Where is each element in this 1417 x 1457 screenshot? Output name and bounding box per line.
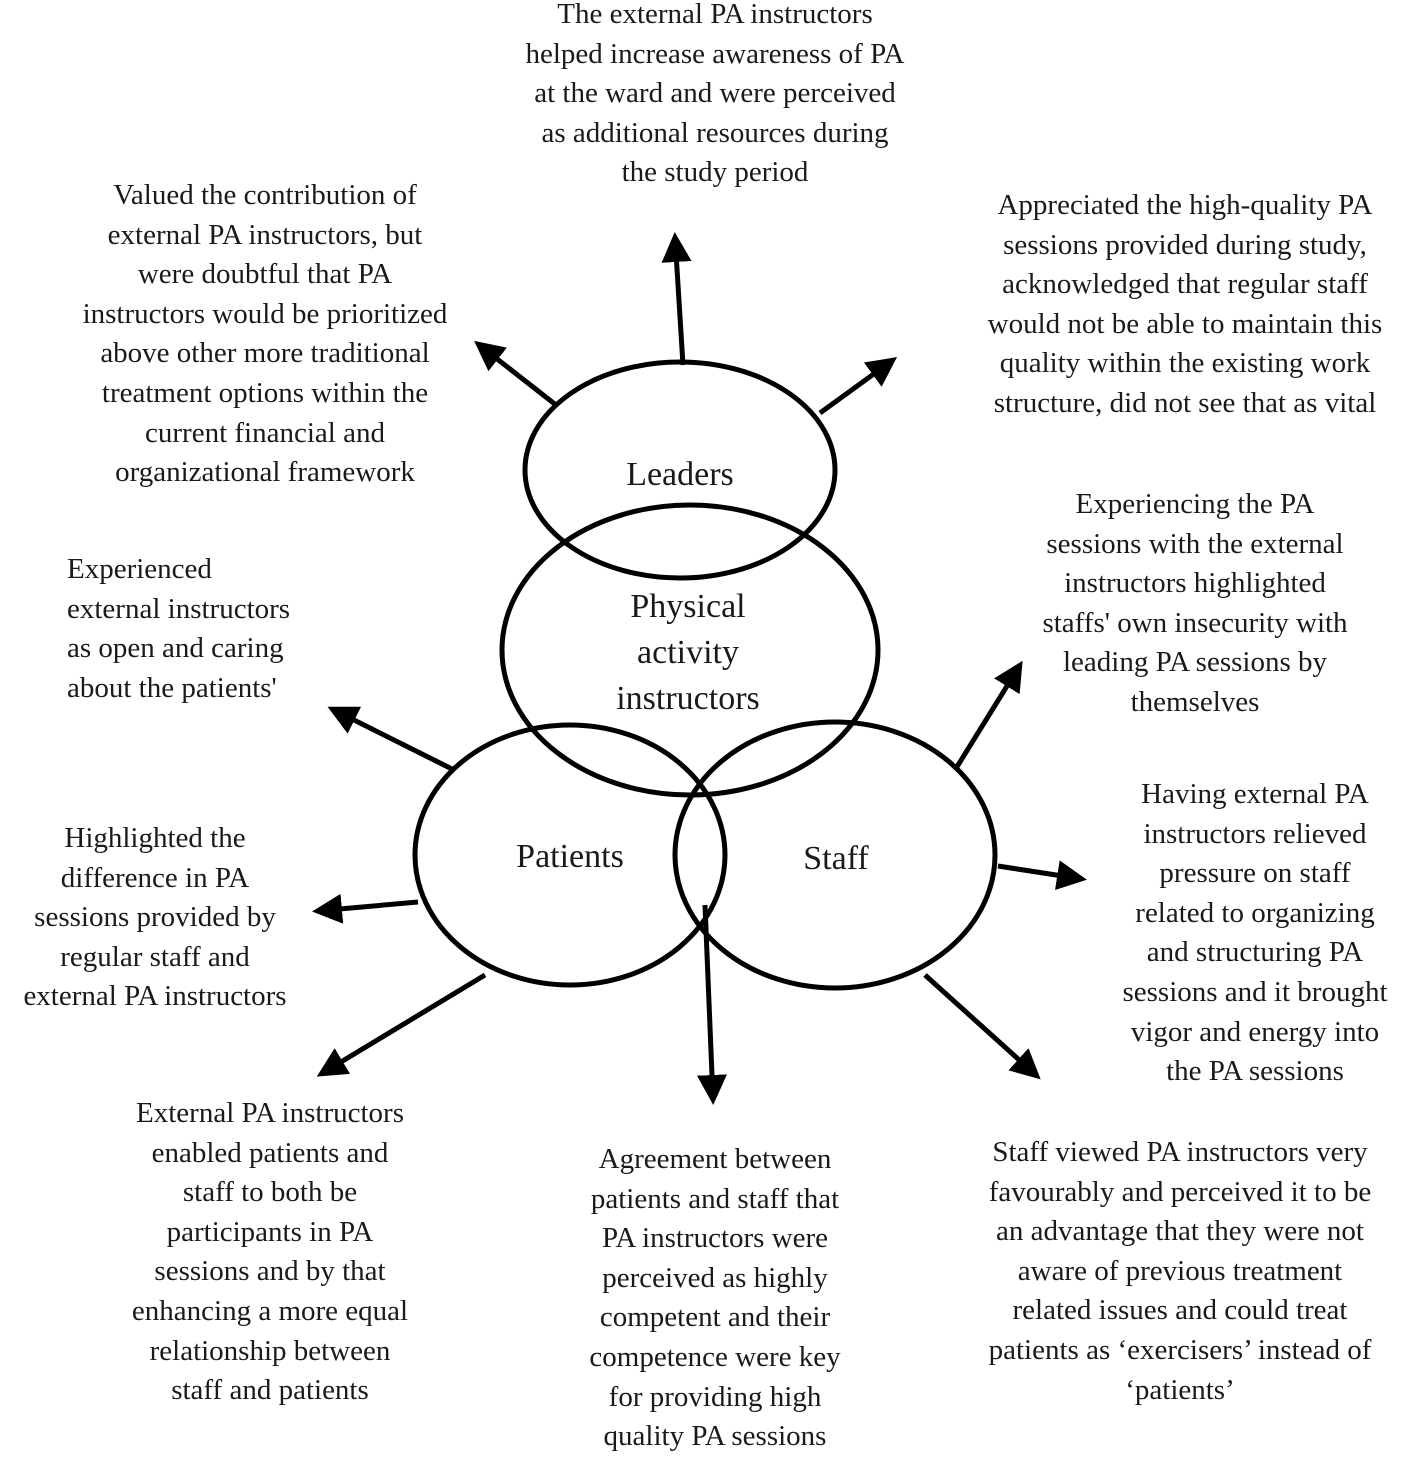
arrow-staff-bottom-right [923, 973, 1041, 1080]
note-leaders-left: Valued the contribution of external PA i… [82, 179, 448, 489]
note-leaders-top: The external PA instructors helped incre… [525, 0, 905, 189]
note-patients-upper-left: Experienced external instructors as open… [67, 553, 291, 704]
note-patients-left: Highlighted the difference in PA session… [23, 822, 287, 1013]
patients-circle [412, 722, 728, 988]
leaders-label: Leaders [626, 456, 734, 493]
arrow-patients-left [312, 893, 419, 924]
leaders-circle [522, 359, 838, 581]
arrow-leaders-right [818, 357, 898, 416]
arrow-leaders-top [661, 232, 692, 366]
staff-circle [672, 719, 998, 991]
arrow-leaders-left [474, 340, 558, 407]
note-staff-right: Having external PA instructors relieved … [1122, 778, 1388, 1088]
instructors-label: Physical activity instructors [616, 588, 760, 717]
note-staff-bottom-right: Staff viewed PA instructors very favoura… [988, 1136, 1372, 1406]
arrow-bottom-center [696, 904, 727, 1105]
arrow-staff-upper-right [952, 660, 1023, 772]
patients-label: Patients [516, 838, 624, 875]
arrow-patients-upper-left [327, 706, 454, 772]
note-leaders-right: Appreciated the high-quality PA sessions… [987, 189, 1383, 419]
arrow-patients-bottom-left [316, 972, 487, 1077]
staff-label: Staff [803, 840, 869, 877]
note-staff-upper-right: Experiencing the PA sessions with the ex… [1042, 488, 1348, 718]
arrow-staff-right [997, 860, 1087, 890]
note-patients-bottom-left: External PA instructors enabled patients… [131, 1097, 409, 1407]
note-bottom-center: Agreement between patients and staff tha… [589, 1143, 841, 1453]
